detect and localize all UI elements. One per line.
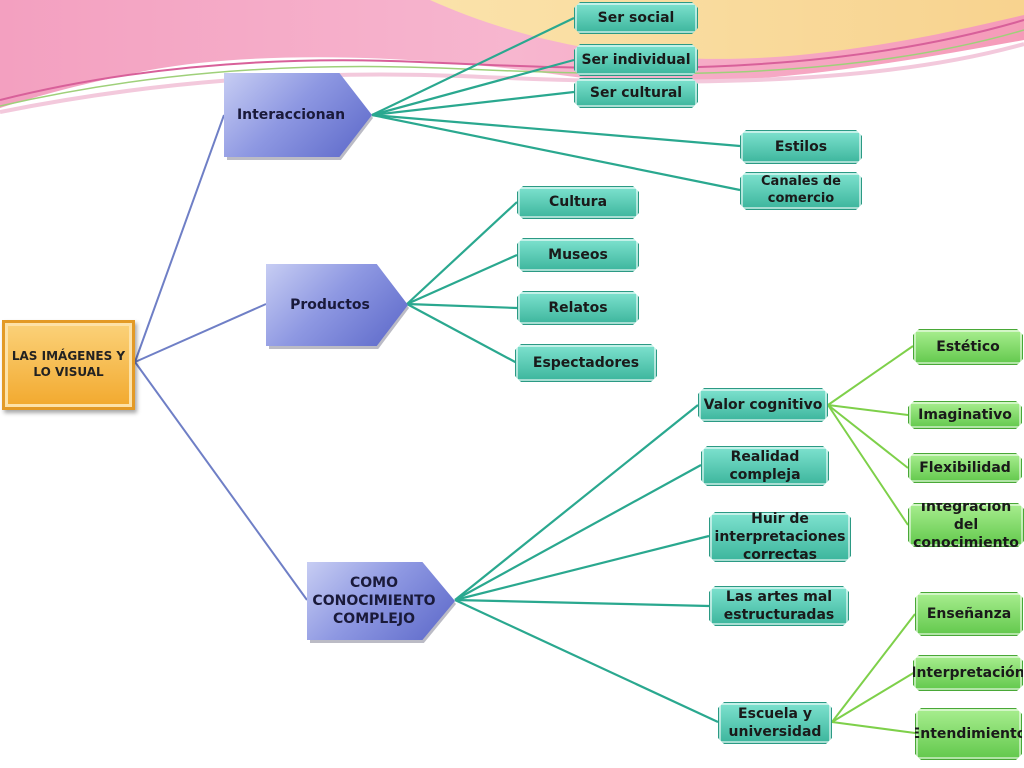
node-canales: Canales de comercio	[740, 172, 862, 210]
node-integracion: Integración del conocimiento	[908, 503, 1024, 547]
interaccionan-links	[371, 17, 741, 192]
node-cultura: Cultura	[517, 186, 639, 219]
node-relatos: Relatos	[517, 291, 639, 325]
node-entendimiento: Entendimiento	[915, 708, 1022, 760]
node-ser-cultural: Ser cultural	[574, 78, 698, 108]
branch-productos: Productos	[266, 264, 408, 346]
escuela-links	[831, 613, 916, 734]
root-node: LAS IMÁGENES Y LO VISUAL	[2, 320, 135, 410]
node-estilos: Estilos	[740, 130, 862, 164]
branch-conocimiento-label: COMO CONOCIMIENTO COMPLEJO	[312, 574, 436, 628]
branch-conocimiento: COMO CONOCIMIENTO COMPLEJO	[307, 562, 455, 640]
branch-interaccionan: Interaccionan	[224, 73, 372, 157]
node-huir: Huir de interpretaciones correctas	[709, 512, 851, 562]
node-ensenanza: Enseñanza	[915, 592, 1023, 636]
node-flexibilidad: Flexibilidad	[908, 453, 1022, 483]
node-realidad-compleja: Realidad compleja	[701, 446, 829, 486]
root-links	[134, 114, 308, 601]
branch-interaccionan-label: Interaccionan	[236, 106, 346, 123]
conocimiento-links	[454, 404, 719, 723]
node-valor-cognitivo: Valor cognitivo	[698, 388, 828, 422]
node-ser-social: Ser social	[574, 2, 698, 34]
node-artes: Las artes mal estructuradas	[709, 586, 849, 626]
node-interpretacion: Interpretación	[913, 655, 1023, 691]
branch-productos-label: Productos	[290, 296, 370, 313]
node-espectadores: Espectadores	[515, 344, 657, 382]
node-imaginativo: Imaginativo	[908, 401, 1022, 429]
valor-links	[827, 345, 914, 526]
node-estetico: Estético	[913, 329, 1023, 365]
root-label: LAS IMÁGENES Y LO VISUAL	[11, 349, 126, 379]
node-escuela: Escuela y universidad	[718, 702, 832, 744]
productos-links	[406, 201, 518, 364]
node-ser-individual: Ser individual	[574, 44, 698, 76]
node-museos: Museos	[517, 238, 639, 272]
